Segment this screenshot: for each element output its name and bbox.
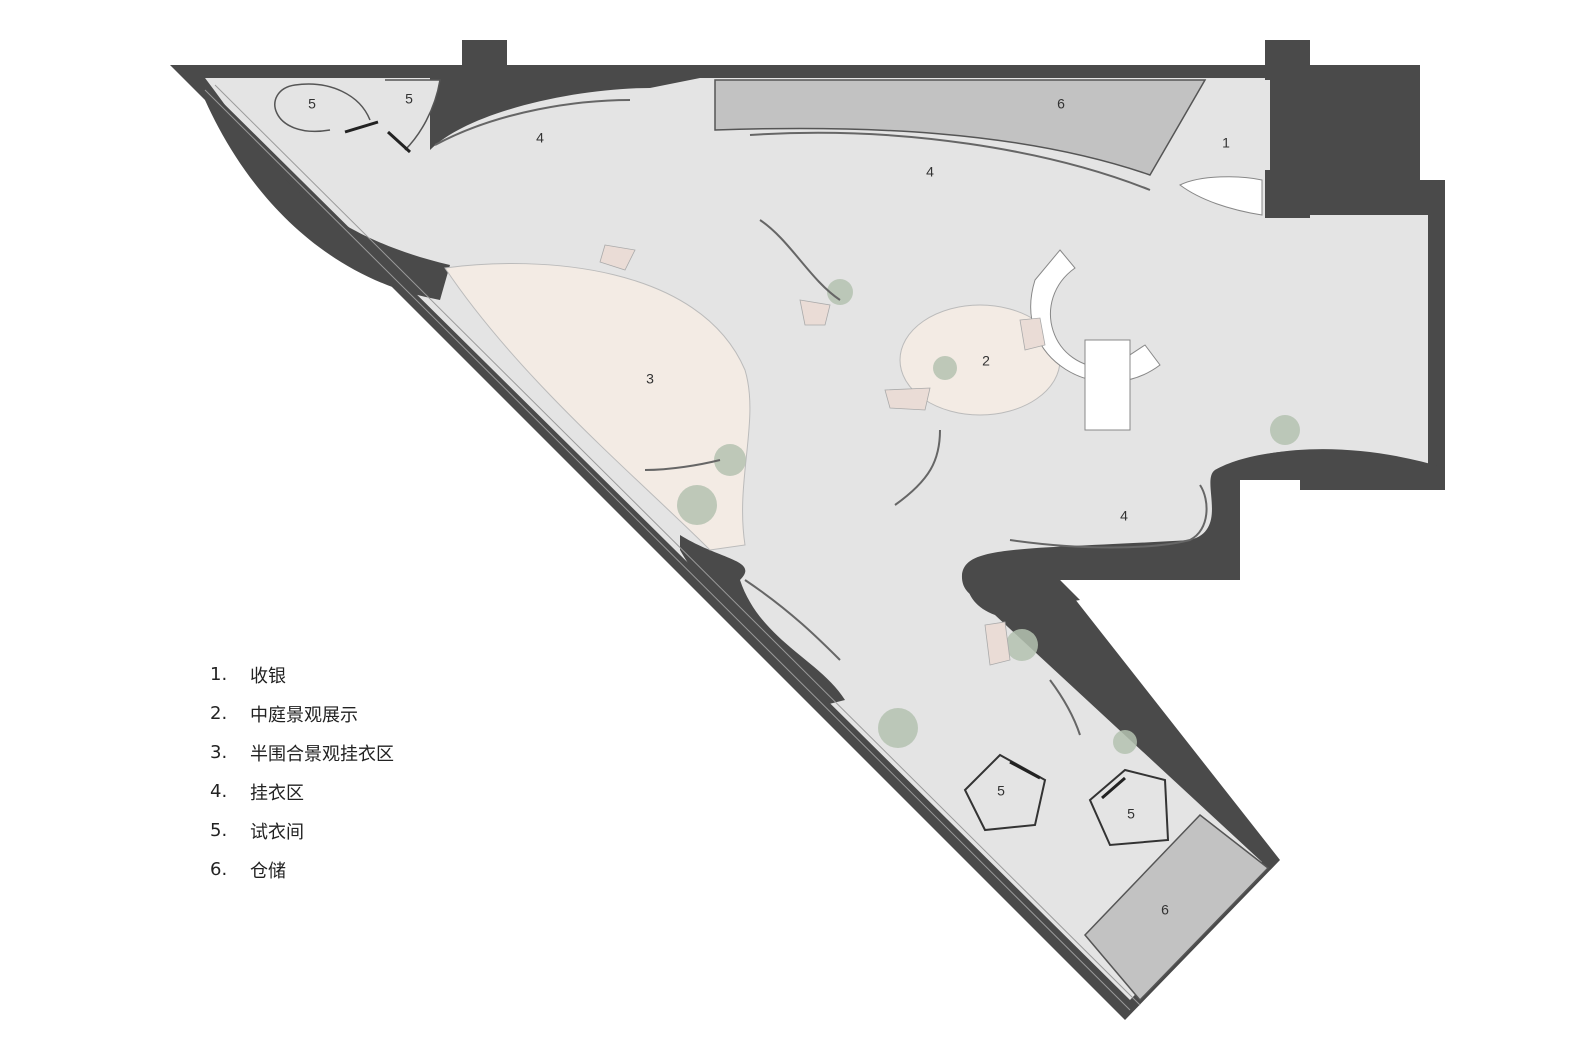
tree xyxy=(1270,415,1300,445)
zone-label: 4 xyxy=(536,130,544,146)
legend-text: 中庭景观展示 xyxy=(250,704,358,726)
fitting-curtain xyxy=(1101,776,1126,800)
legend-text: 试衣间 xyxy=(250,821,304,843)
legend-item: 6. 仓储 xyxy=(210,850,394,889)
rock xyxy=(599,244,636,271)
hanging-rack xyxy=(434,99,631,146)
legend-number: 5. xyxy=(210,820,228,841)
zone-label: 1 xyxy=(1222,135,1230,151)
zone-label: 5 xyxy=(405,91,413,107)
legend-number: 6. xyxy=(210,859,228,880)
legend-text: 半围合景观挂衣区 xyxy=(250,743,394,765)
hanging-rack xyxy=(759,219,841,301)
glazing-diagonal xyxy=(204,89,1131,1011)
legend-item: 4. 挂衣区 xyxy=(210,772,394,811)
tree xyxy=(878,708,918,748)
storage-top xyxy=(714,79,1207,176)
hanging-rack xyxy=(644,459,721,471)
landscape-zone-3 xyxy=(444,263,751,551)
zone-label: 2 xyxy=(982,353,990,369)
zone-label: 6 xyxy=(1057,96,1065,112)
hanging-rack xyxy=(1049,679,1081,736)
inner-wall-right-curve xyxy=(961,449,1445,606)
rock xyxy=(984,621,1011,666)
fitting-room-lower-right xyxy=(1088,768,1170,847)
rock xyxy=(799,299,831,326)
zone-label: 5 xyxy=(308,96,316,112)
zone-label: 4 xyxy=(926,164,934,180)
inner-wall-left-curve xyxy=(205,78,450,300)
column-top-left xyxy=(462,40,507,80)
tree xyxy=(714,444,746,476)
legend-item: 5. 试衣间 xyxy=(210,811,394,850)
zone-label: 3 xyxy=(646,371,654,387)
glazing-diagonal-2 xyxy=(214,84,1141,1006)
legend-item: 3. 半围合景观挂衣区 xyxy=(210,733,394,772)
hanging-rack xyxy=(1009,484,1208,549)
zone-label: 4 xyxy=(1120,508,1128,524)
hanging-rack xyxy=(744,579,841,661)
zone-label: 6 xyxy=(1161,902,1169,918)
tree xyxy=(1006,629,1038,661)
cashier-desk xyxy=(1179,176,1263,216)
hanging-rack xyxy=(894,429,941,506)
zone-label: 5 xyxy=(1127,806,1135,822)
legend-item: 1. 收银 xyxy=(210,655,394,694)
tree xyxy=(827,279,853,305)
tree xyxy=(933,356,957,380)
fitting-curtain xyxy=(344,120,379,134)
inner-wall-top-curve xyxy=(430,78,700,150)
legend: 1. 收银 2. 中庭景观展示 3. 半围合景观挂衣区 4. 挂衣区 5. 试衣间 6. 仓… xyxy=(210,655,394,889)
tree xyxy=(677,485,717,525)
fitting-curtain xyxy=(1009,760,1041,780)
courtyard-table xyxy=(1084,339,1131,431)
legend-item: 2. 中庭景观展示 xyxy=(210,694,394,733)
inner-wall-lower-left xyxy=(680,535,845,705)
legend-number: 4. xyxy=(210,781,228,802)
legend-text: 收银 xyxy=(250,665,286,687)
legend-number: 1. xyxy=(210,664,228,685)
tree xyxy=(1113,730,1137,754)
rock xyxy=(1019,317,1046,351)
storage-lower xyxy=(1083,813,1270,1002)
legend-number: 2. xyxy=(210,703,228,724)
column-top-right xyxy=(1265,40,1310,80)
column-right xyxy=(1265,170,1310,218)
fitting-room-top-right xyxy=(385,79,441,151)
legend-text: 挂衣区 xyxy=(250,782,304,804)
zone-label: 5 xyxy=(997,783,1005,799)
legend-text: 仓储 xyxy=(250,860,286,882)
rock xyxy=(884,387,931,411)
fitting-room-top-left xyxy=(274,83,371,133)
fitting-curtain xyxy=(386,130,412,154)
hanging-rack xyxy=(749,131,1151,191)
legend-number: 3. xyxy=(210,742,228,763)
